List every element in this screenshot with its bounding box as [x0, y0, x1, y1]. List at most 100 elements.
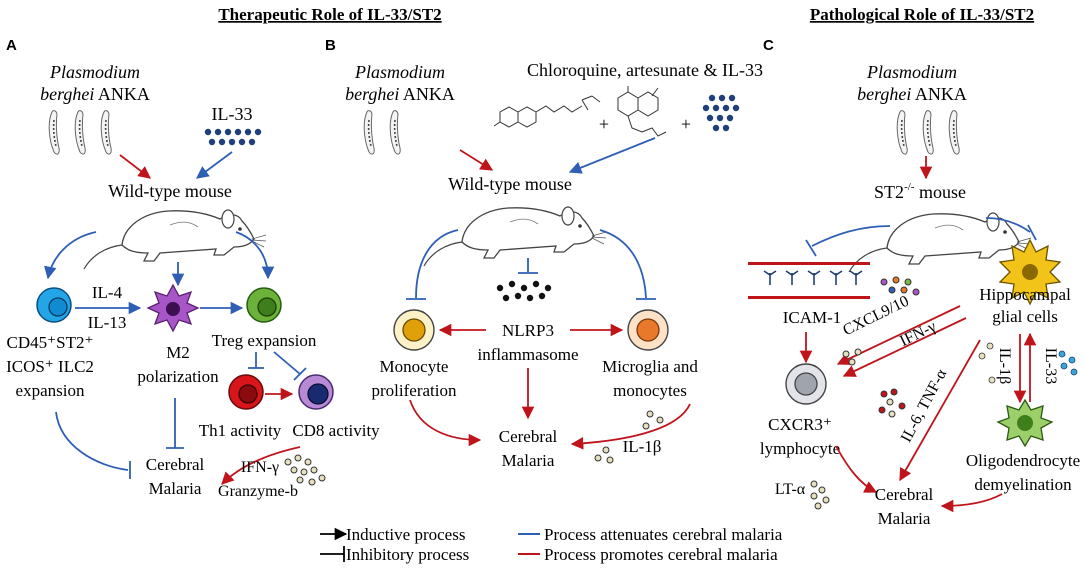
panel-c-il33-label: IL-33 — [1042, 348, 1059, 384]
panel-b-plus-1: + — [599, 114, 609, 134]
lta-label: LT-α — [775, 481, 806, 498]
panel-b-letter: B — [325, 37, 336, 54]
artesunate-structure-icon — [617, 86, 667, 137]
panel-c-parasite-line1: Plasmodium — [866, 62, 957, 82]
ilc2-cell-icon — [36, 287, 72, 323]
panel-a-cd8-to-outcome-arrow — [221, 446, 301, 485]
hippo-label-line1: Hippocampal — [979, 285, 1071, 304]
legend: Inductive process Inhibitory process Pro… — [320, 525, 783, 564]
therapeutic-header: Therapeutic Role of IL-33/ST2 — [218, 5, 441, 24]
panel-b-monocyte-outcome-arrow — [409, 399, 482, 447]
pathological-header: Pathological Role of IL-33/ST2 — [810, 5, 1034, 24]
cxcr3-label-line2: lymphocyte — [760, 439, 840, 458]
legend-promotes-label: Process promotes cerebral malaria — [544, 545, 778, 564]
panel-c-parasites-icon — [896, 109, 960, 155]
panel-c-oligo-outcome-arrow — [940, 493, 1003, 513]
th1-label: Th1 activity — [199, 421, 282, 440]
panel-a-il4-label: IL-4 — [92, 283, 123, 302]
panel-c-inhibit-hippo-bar — [1027, 224, 1037, 241]
panel-c-hippo-lymphocyte-arrow-2 — [842, 317, 967, 377]
cd8-label: CD8 activity — [292, 421, 380, 440]
panel-c-lymphocyte-outcome-arrow — [835, 445, 878, 493]
panel-c-il33-dots-icon — [978, 342, 1078, 384]
panel-c-ifn-label: IFN-γ — [897, 318, 939, 350]
m2-label-line1: M2 — [166, 343, 190, 362]
panel-c-outcome-line2: Malaria — [878, 509, 931, 528]
panel-b-parasite-arrow — [459, 149, 494, 171]
panel-a: A Plasmodium berghei ANKA IL-33 Wild-typ… — [6, 37, 380, 500]
panel-a-il13-label: IL-13 — [88, 313, 127, 332]
microglia-label-line2: monocytes — [613, 381, 687, 400]
panel-a-parasites-icon — [48, 109, 112, 155]
panel-b-il33-dots-icon — [702, 94, 740, 132]
cxcr3-label-line1: CXCR3⁺ — [768, 415, 832, 434]
panel-b-il1b-label: IL-1β — [623, 437, 662, 456]
panel-b-mouse-icon — [423, 206, 607, 267]
microglia-label-line1: Microglia and — [602, 357, 698, 376]
panel-b-outcome-line2: Malaria — [502, 451, 555, 470]
panel-a-letter: A — [6, 37, 17, 54]
panel-b-parasite-line1: Plasmodium — [354, 62, 445, 82]
panel-b-mouse-label: Wild-type mouse — [448, 174, 572, 194]
th1-cell-icon — [228, 374, 264, 410]
panel-c-letter: C — [763, 37, 774, 54]
panel-b-outcome-line1: Cerebral — [499, 427, 558, 446]
legend-attenuates-label: Process attenuates cerebral malaria — [544, 525, 783, 544]
panel-a-il33-dots-icon — [204, 128, 262, 146]
monocyte-label-line2: proliferation — [372, 381, 457, 400]
panel-a-arrow-ilc2 — [44, 231, 97, 280]
panel-c-lta-dots-icon — [810, 480, 830, 510]
nlrp3-label-line1: NLRP3 — [502, 321, 554, 340]
panel-a-mouse-label: Wild-type mouse — [108, 181, 232, 201]
panel-c-inhibit-icam-line — [811, 225, 891, 247]
panel-a-parasite-line2: berghei ANKA — [40, 84, 150, 104]
panel-a-ifn-label: IFN-γ — [241, 459, 279, 476]
panel-c-hippo-outcome-arrow — [899, 339, 981, 482]
panel-b-microglia-outcome-arrow — [570, 403, 691, 450]
panel-b: B Plasmodium berghei ANKA Chloroquine, a… — [325, 37, 763, 470]
panel-a-treg-inhibits — [248, 351, 307, 381]
panel-a-parasite-arrow — [119, 154, 151, 179]
panel-a-mouse-icon — [83, 209, 267, 270]
panel-a-granzyme-label: Granzyme-b — [218, 483, 298, 500]
panel-c-outcome-line1: Cerebral — [875, 485, 934, 504]
ilc2-label-line3: expansion — [16, 381, 85, 400]
panel-b-il1b-dots-icon — [594, 410, 664, 464]
panel-c-inhibit-hippo-line — [985, 217, 1031, 233]
panel-c-chemokine-dots-icon — [842, 276, 920, 366]
chloroquine-structure-icon — [493, 95, 601, 128]
panel-c-il6-dots-icon — [878, 388, 906, 418]
panel-a-outcome-line1: Cerebral — [146, 455, 205, 474]
panel-b-parasite-line2: berghei ANKA — [345, 84, 455, 104]
panel-a-arrow-treg — [235, 231, 275, 280]
treg-cell-icon — [246, 287, 282, 323]
hippocampal-glial-cell-icon — [998, 238, 1062, 306]
treg-label: Treg expansion — [212, 331, 317, 350]
microglia-cell-icon — [627, 309, 669, 351]
panel-b-inhibit-microglia-line — [599, 229, 647, 299]
panel-a-il33-label: IL-33 — [212, 104, 253, 124]
panel-b-inhibit-monocyte-line — [415, 229, 459, 299]
legend-inductive-label: Inductive process — [346, 525, 465, 544]
panel-c-parasite-line2: berghei ANKA — [857, 84, 967, 104]
panel-c-il1b-label: IL-1β — [996, 348, 1013, 385]
icam-endothelium-icon — [748, 262, 870, 299]
cd8-cell-icon — [298, 374, 334, 410]
m2-label-line2: polarization — [137, 367, 219, 386]
panel-b-nlrp3-dots-icon — [496, 280, 552, 302]
lymphocyte-cell-icon — [785, 363, 827, 405]
panel-b-drugs-arrow — [568, 137, 656, 174]
panel-a-outcome-line2: Malaria — [149, 479, 202, 498]
monocyte-label-line1: Monocyte — [380, 357, 449, 376]
m2-macrophage-icon — [146, 283, 200, 333]
nlrp3-label-line2: inflammasome — [477, 345, 578, 364]
ilc2-label-line2: ICOS⁺ ILC2 — [6, 357, 94, 376]
panel-c-mouse-label: ST2-/- mouse — [874, 181, 966, 202]
panel-c: C Plasmodium berghei ANKA ST2-/- mouse — [748, 37, 1080, 528]
legend-inhibitory-label: Inhibitory process — [346, 545, 469, 564]
icam-label: ICAM-1 — [783, 308, 842, 327]
panel-a-ilc2-inhibit-line — [55, 411, 129, 471]
oligo-label-line1: Oligodendrocyte — [966, 451, 1080, 470]
